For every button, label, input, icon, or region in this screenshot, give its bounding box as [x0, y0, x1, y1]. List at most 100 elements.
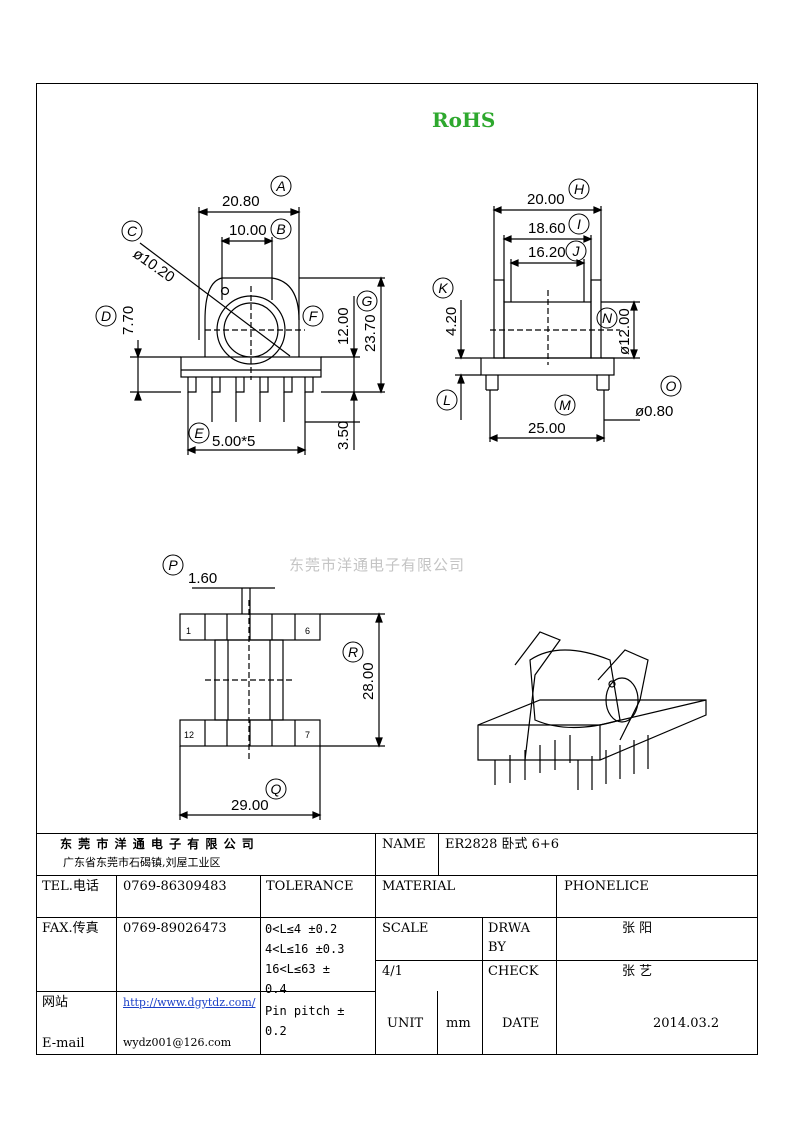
company-address: 广东省东莞市石碣镇,刘屋工业区 [63, 856, 221, 869]
fax-value: 0769-89026473 [123, 921, 227, 936]
tel-label: TEL.电话 [42, 879, 99, 894]
label-Q [265, 778, 287, 800]
drawn-by-label-1: DRWA [488, 921, 531, 936]
label-B-text: B [276, 221, 285, 237]
dim-4-20: 4.20 [443, 307, 460, 336]
dim-1-60: 1.60 [188, 570, 217, 587]
label-R [342, 641, 364, 663]
iso-core [529, 649, 621, 729]
label-M-text: M [559, 397, 571, 413]
company-name: 东 莞 市 洋 通 电 子 有 限 公 司 [60, 837, 255, 851]
tolerance-line-1: 0<L≤4 ±0.2 [265, 922, 338, 936]
dim-3-50: 3.50 [335, 421, 352, 450]
tolerance-line-5: Pin pitch ± [265, 1004, 345, 1018]
dim-dia-0-80: ø0.80 [635, 403, 673, 420]
scale-label: SCALE [382, 921, 429, 936]
unit-value: mm [446, 1016, 471, 1031]
pin-number-6: 6 [305, 626, 310, 636]
company-watermark: 东莞市洋通电子有限公司 [289, 556, 466, 574]
dim-7-70: 7.70 [120, 306, 137, 335]
label-H [568, 178, 590, 200]
label-P-text: P [168, 557, 178, 573]
email-label: E-mail [42, 1036, 85, 1051]
dim-12-00: 12.00 [335, 307, 352, 345]
tolerance-line-3: 16<L≤63 ± [265, 962, 331, 976]
label-G [356, 290, 378, 312]
drawn-by-label-2: BY [488, 940, 506, 955]
label-F [302, 305, 324, 327]
email-value: wydz001@126.com [123, 1036, 232, 1049]
website-label: 网站 [42, 995, 69, 1010]
front-flange-outline [204, 277, 300, 357]
label-Q-text: Q [271, 781, 282, 797]
label-D [95, 305, 117, 327]
tolerance-line-2: 4<L≤16 ±0.3 [265, 942, 345, 956]
bottom-view [178, 587, 385, 820]
name-value: ER2828 卧式 6+6 [445, 837, 560, 852]
drawing-sheet-border [36, 83, 758, 1055]
dim-20-80: 20.80 [222, 193, 260, 210]
dim-28-00: 28.00 [360, 662, 377, 700]
front-pins [187, 392, 306, 422]
label-K [432, 277, 454, 299]
dim-10-00: 10.00 [229, 222, 267, 239]
iso-right-flange [597, 649, 649, 741]
date-value: 2014.03.2 [653, 1016, 720, 1031]
label-M [554, 394, 576, 416]
isometric-view [477, 631, 707, 790]
front-view [130, 207, 385, 455]
dim-29-00: 29.00 [231, 797, 269, 814]
dimension-labels [95, 175, 682, 800]
label-G-text: G [362, 293, 373, 309]
dim-25-00: 25.00 [528, 420, 566, 437]
check-value: 张 艺 [622, 964, 653, 979]
tolerance-line-4: 0.4 [265, 982, 287, 996]
label-R-text: R [348, 644, 358, 660]
label-E-text: E [194, 425, 204, 441]
label-D-text: D [101, 308, 111, 324]
label-K-text: K [438, 280, 448, 296]
label-L [436, 389, 458, 411]
label-N-text: N [602, 310, 613, 326]
fax-label: FAX.传真 [42, 921, 99, 936]
scale-value: 4/1 [382, 964, 403, 979]
label-L-text: L [443, 392, 451, 408]
label-I-text: I [577, 216, 581, 232]
drawn-by-value: 张 阳 [622, 921, 653, 936]
tolerance-label: TOLERANCE [266, 879, 354, 894]
technical-drawing: A B C D E F G H I J K L M N O P Q R 20.8… [95, 175, 707, 820]
dim-20-00: 20.00 [527, 191, 565, 208]
label-I [568, 213, 590, 235]
dim-16-20: 16.20 [528, 244, 566, 261]
label-J [565, 240, 587, 262]
dim-dia-12-00: ø12.00 [616, 308, 633, 355]
label-J-text: J [572, 243, 581, 259]
pin-number-1: 1 [186, 626, 191, 636]
iso-base [477, 699, 707, 761]
dim-5-00x5: 5.00*5 [212, 433, 255, 450]
tolerance-line-6: 0.2 [265, 1024, 287, 1038]
iso-left-flange [514, 631, 561, 761]
material-value: PHONELICE [564, 879, 649, 894]
website-link[interactable]: http://www.dgytdz.com/ [123, 996, 256, 1009]
side-base [480, 357, 615, 376]
check-label: CHECK [488, 964, 539, 979]
label-B [270, 218, 292, 240]
tel-value: 0769-86309483 [123, 879, 227, 894]
material-label: MATERIAL [382, 879, 456, 894]
side-view [455, 206, 640, 442]
label-A [270, 175, 292, 197]
dim-23-70: 23.70 [362, 314, 379, 352]
label-H-text: H [574, 181, 585, 197]
name-label: NAME [382, 837, 426, 852]
pin1-mark-hole [220, 286, 230, 296]
label-F-text: F [309, 308, 319, 324]
label-C [121, 220, 143, 242]
pin-number-7: 7 [305, 730, 310, 740]
date-label: DATE [502, 1016, 540, 1031]
rohs-mark: RoHS [432, 108, 496, 132]
label-E [188, 422, 210, 444]
side-pins [489, 390, 605, 415]
label-O [660, 375, 682, 397]
label-C-text: C [127, 223, 138, 239]
